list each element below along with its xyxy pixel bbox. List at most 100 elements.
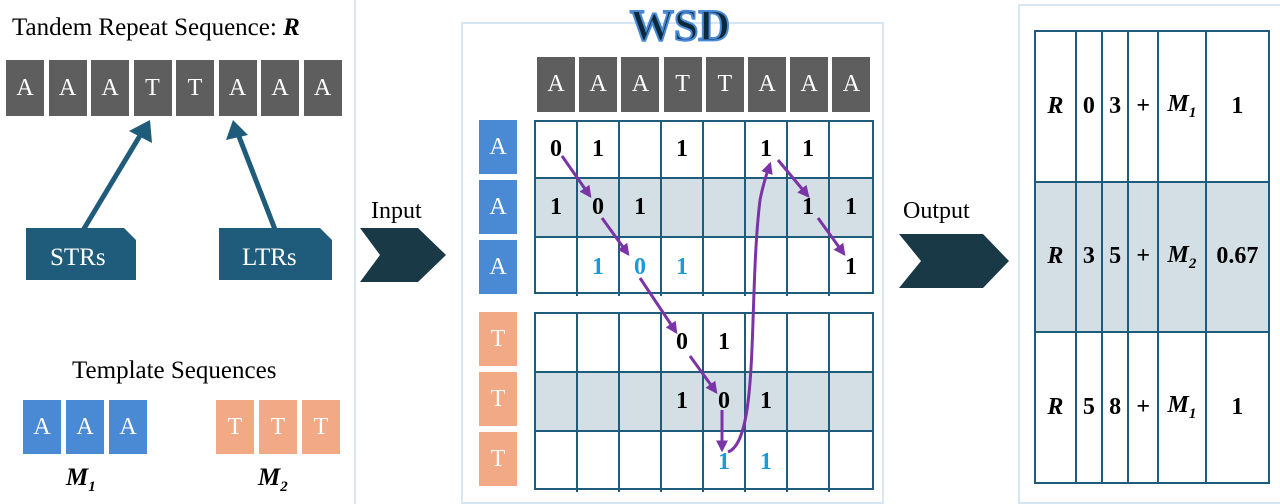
output-template-sub: 1 <box>1188 406 1197 423</box>
wsd-cell <box>578 432 620 492</box>
sequence-title: Tandem Repeat Sequence: R <box>12 14 300 42</box>
output-op: + <box>1127 30 1160 183</box>
wsd-cell: 1 <box>704 432 746 492</box>
wsd-cell <box>620 122 662 179</box>
output-template-letter: M <box>1167 241 1189 268</box>
templates-title: Template Sequences <box>72 357 277 384</box>
wsd-top-letter: A <box>537 57 575 112</box>
wsd-top-letter: T <box>663 57 702 112</box>
template-m2-letter: T <box>259 400 297 454</box>
wsd-cell: 1 <box>788 179 830 238</box>
wsd-cell: 0 <box>662 314 704 373</box>
wsd-cell <box>620 432 662 492</box>
wsd-top-letter: A <box>579 57 618 112</box>
output-template-letter: M <box>1167 392 1189 419</box>
wsd-top-letter: A <box>832 57 871 112</box>
wsd-cell <box>830 432 872 492</box>
output-template-letter: M <box>1167 90 1189 117</box>
input-arrow <box>360 228 446 282</box>
wsd-cell: 1 <box>578 238 620 296</box>
wsd-title: WSD <box>629 0 731 48</box>
wsd-cell <box>704 122 746 179</box>
template-m2-letter: T <box>302 400 340 454</box>
wsd-cell: 1 <box>662 238 704 296</box>
wsd-row-label-t: T <box>479 432 517 486</box>
wsd-top-letter: A <box>748 57 786 112</box>
ltr-arrow-head <box>226 120 248 140</box>
wsd-cell <box>746 179 788 238</box>
sequence-letter: A <box>303 60 342 116</box>
wsd-cell <box>620 314 662 373</box>
input-label: Input <box>371 198 422 224</box>
left-arrows <box>26 120 332 280</box>
template-m1-letter: A <box>66 400 104 454</box>
m2-label: M2 <box>258 464 288 496</box>
output-start: 3 <box>1074 180 1103 334</box>
wsd-top-letter: T <box>705 57 744 112</box>
output-template: M1 <box>1157 30 1207 183</box>
output-score: 1 <box>1204 30 1271 183</box>
output-op: + <box>1127 331 1160 484</box>
wsd-cell <box>662 179 704 238</box>
wsd-cell: 1 <box>830 179 872 238</box>
wsd-cell: 0 <box>620 238 662 296</box>
output-template: M2 <box>1157 180 1207 334</box>
wsd-cell <box>830 122 872 179</box>
str-arrow <box>79 127 147 234</box>
m2-letter: M <box>258 464 281 491</box>
output-end: 3 <box>1100 30 1130 183</box>
output-seq: R <box>1034 331 1077 484</box>
wsd-title-text: WSD <box>630 1 730 48</box>
output-score: 0.67 <box>1204 180 1271 334</box>
wsd-cell <box>536 314 578 373</box>
sequence-title-text: Tandem Repeat Sequence: <box>12 14 284 41</box>
wsd-cell: 1 <box>845 253 857 280</box>
wsd-cell <box>704 238 746 296</box>
output-template-sub: 1 <box>1188 104 1197 121</box>
wsd-cell <box>788 314 830 373</box>
wsd-cell: 0 <box>536 122 578 179</box>
wsd-cell <box>578 314 620 373</box>
wsd-cell <box>746 314 788 373</box>
ltr-arrow <box>235 133 279 233</box>
sequence-letter: A <box>261 60 299 116</box>
wsd-top-letter: A <box>790 57 829 112</box>
ltr-label: LTRs <box>242 244 297 271</box>
output-template-sub: 2 <box>1188 255 1197 272</box>
wsd-cell <box>662 432 704 492</box>
output-template: M1 <box>1157 331 1207 484</box>
sequence-letter: A <box>218 60 257 116</box>
wsd-cell <box>746 238 788 296</box>
wsd-cell <box>830 314 872 373</box>
output-seq: R <box>1034 180 1077 334</box>
m2-sub: 2 <box>280 479 288 495</box>
str-arrow-head <box>129 120 152 143</box>
sequence-letter: T <box>133 60 172 116</box>
wsd-cell <box>704 179 746 238</box>
wsd-row-label-t: T <box>479 372 517 426</box>
output-score: 1 <box>1204 331 1271 484</box>
wsd-cell <box>830 373 872 432</box>
wsd-row-label-a: A <box>479 180 517 234</box>
output-seq: R <box>1034 30 1077 183</box>
wsd-cell: 1 <box>536 179 578 238</box>
sequence-letter: A <box>48 60 87 116</box>
m1-letter: M <box>66 464 89 491</box>
template-m1-letter: A <box>23 400 61 454</box>
wsd-cell: 1 <box>704 314 746 373</box>
wsd-cell <box>578 373 620 432</box>
template-m1-letter: A <box>109 400 147 454</box>
output-end: 5 <box>1100 180 1130 334</box>
output-label: Output <box>903 198 970 224</box>
output-start: 0 <box>1074 30 1103 183</box>
wsd-cell <box>536 373 578 432</box>
wsd-top-letter: A <box>621 57 660 112</box>
wsd-cell: 1 <box>662 122 704 179</box>
wsd-cell: 1 <box>620 179 662 238</box>
wsd-cell <box>536 432 578 492</box>
